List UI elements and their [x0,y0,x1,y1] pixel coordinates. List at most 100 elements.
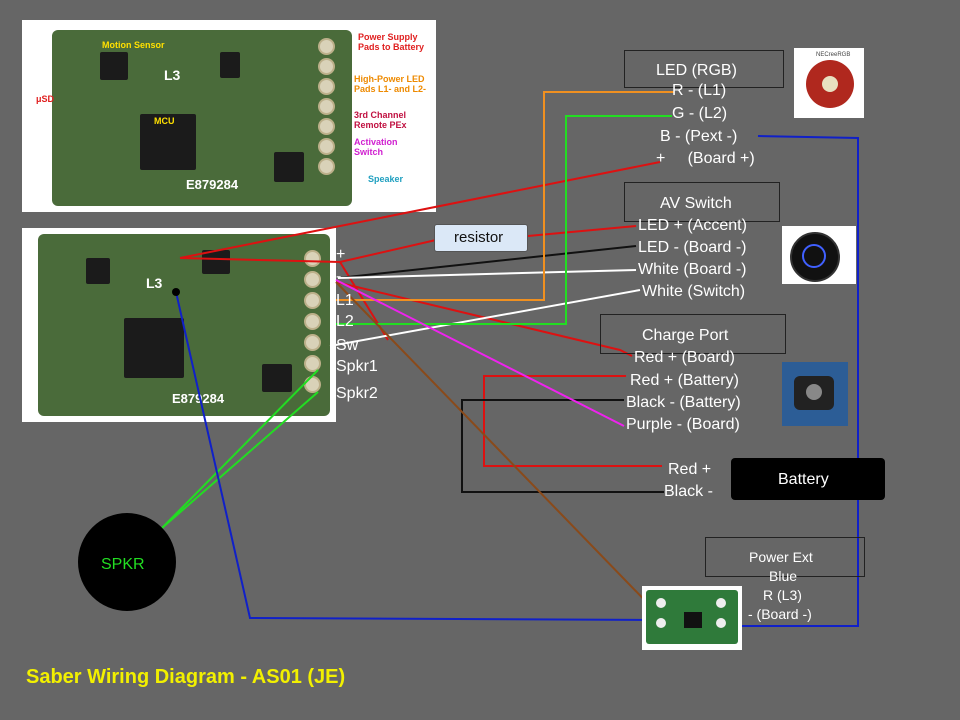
bottom-pad-4 [304,313,321,330]
wire-blue-l3 [175,291,653,621]
regulator-chip [220,52,240,78]
pin-sw: Sw [336,337,359,354]
power-ext-line-3: R (L3) [763,587,802,603]
wire-brown-l3 [335,281,661,617]
led-rgb-line-plus: + (Board +) [656,150,755,167]
av-switch-photo [782,226,856,284]
serial-label-top: E879284 [186,177,239,192]
rgb-led-lens-icon [822,76,838,92]
power-ext-pad-4 [716,618,726,628]
av-switch-icon [790,232,840,282]
wire-red-battery-loop [483,375,662,467]
charge-port-line-3: Black - (Battery) [626,394,741,411]
power-ext-pad-3 [656,618,666,628]
power-ext-line-4: - (Board -) [748,606,812,622]
av-switch-title: AV Switch [660,195,732,212]
pad-4 [318,98,335,115]
mcu-chip [140,114,196,170]
av-switch-line-3: White (Board -) [638,261,747,278]
led-rgb-title-box [624,50,784,88]
bottom-pad-5 [304,334,321,351]
pad-2 [318,58,335,75]
pad-7 [318,158,335,175]
power-ext-pad-2 [716,598,726,608]
battery-box [731,458,885,500]
speaker-label: SPKR [101,556,145,573]
av-switch-line-4: White (Switch) [642,283,746,300]
av-switch-line-1: LED + (Accent) [638,217,747,234]
power-ext-title-box [705,537,865,577]
av-switch-line-2: LED - (Board -) [638,239,747,256]
wire-magenta-sw [335,279,625,427]
speaker-annotation-label: Speaker [368,174,404,184]
wire-red-board-plus-led [179,161,661,259]
led-rgb-line-b: B - (Pext -) [660,128,738,145]
battery-line-red: Red + [668,461,712,478]
led-rgb-line-g: G - (L2) [672,105,728,122]
mcu-label: MCU [154,116,175,126]
led-rgb-title: LED (RGB) [656,62,737,79]
rgb-led-product-label: NECreeRGB [816,52,851,58]
l3-pad-marker [172,288,180,296]
bottom-pad-2 [304,271,321,288]
bottom-pad-6 [304,355,321,372]
pad-3 [318,78,335,95]
pin-l2: L2 [336,313,354,330]
motion-sensor-label: Motion Sensor [102,40,165,50]
third-channel-label: 3rd Channel Remote PEx [354,110,407,130]
bottom-pad-3 [304,292,321,309]
bottom-pad-1 [304,250,321,267]
page-title: Saber Wiring Diagram - AS01 (JE) [26,666,346,688]
av-switch-ring-icon [802,244,826,268]
charge-port-photo [782,362,848,426]
resistor-label: resistor [454,229,504,246]
charge-port-line-1: Red + (Board) [634,349,735,366]
pad-6 [318,138,335,155]
pin-spkr1: Spkr1 [336,358,378,375]
activation-label: Activation Switch [354,137,398,157]
pad-5 [318,118,335,135]
usd-label: μSD [36,94,55,104]
pin-plus: + [336,246,346,263]
wire-green-spkr1 [161,369,319,529]
led-pads-label: High-Power LED Pads L1- and L2- [354,74,427,94]
pin-spkr2: Spkr2 [336,385,378,402]
battery-label: Battery [778,471,829,488]
pad-1 [318,38,335,55]
bottom-amp-chip [262,364,292,392]
rgb-led-photo: NECreeRGB [794,48,864,118]
wire-red-resistor-accent [527,225,637,237]
charge-port-title-box [600,314,786,354]
pin-minus: - [336,268,342,285]
charge-port-hole-icon [806,384,822,400]
charge-port-line-4: Purple - (Board) [626,416,740,433]
led-rgb-line-r: R - (L1) [672,82,727,99]
bottom-chip-2 [202,250,230,274]
wire-white-switch [329,289,641,347]
wire-green-spkr2 [161,391,319,529]
av-switch-title-box [624,182,780,222]
charge-port-line-2: Red + (Battery) [630,372,739,389]
bottom-mcu-chip [124,318,184,378]
l3-label-bottom: L3 [146,275,163,291]
amp-chip [274,152,304,182]
battery-line-black: Black - [664,483,713,500]
bottom-chip-1 [86,258,110,284]
board-photo-top: Motion Sensor MCU μSD L3 E879284 Power S… [22,20,436,212]
power-pads-label: Power Supply Pads to Battery [358,32,425,52]
motion-sensor-chip [100,52,128,80]
pin-l1: L1 [336,292,354,309]
power-ext-line-2: Blue [769,568,798,584]
l3-label-top: L3 [164,67,181,83]
power-ext-board [642,586,742,650]
wire-orange-l1 [336,91,674,301]
resistor-box [434,224,528,252]
serial-label-bottom: E879284 [172,391,225,406]
charge-port-title: Charge Port [642,327,729,344]
wire-white-board-minus [337,269,637,279]
wire-blue-pext [724,135,859,627]
power-ext-line-1: Power Ext [749,549,813,565]
wire-black-battery-loop [461,399,664,493]
power-ext-chip-icon [684,612,702,628]
